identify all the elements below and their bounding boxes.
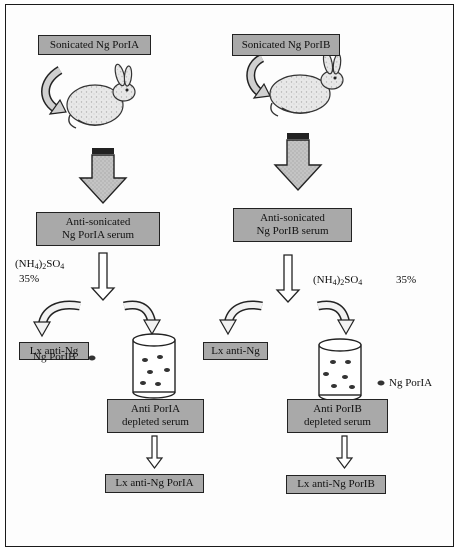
percent-label: 35% <box>396 274 417 286</box>
bead-label-left: Ng PorIB <box>33 351 76 363</box>
depleted-box-right: Anti PorIB depleted serum <box>287 399 388 433</box>
down-arrow-small <box>335 435 354 469</box>
curved-arrow-icon <box>123 300 162 336</box>
serum-line-1: Anti-sonicated <box>65 216 131 228</box>
antigen-label: Sonicated Ng PorIA <box>49 38 140 51</box>
down-arrow-large <box>78 148 128 205</box>
rabbit-icon <box>66 63 136 129</box>
bead-icon <box>377 380 385 386</box>
antigen-box-left: Sonicated Ng PorIA <box>38 35 151 55</box>
bead-icon <box>88 355 96 361</box>
lx-box-left: Lx anti-Ng <box>19 342 89 360</box>
serum-box-right: Anti-sonicated Ng PorIB serum <box>233 208 352 242</box>
lx-box-right: Lx anti-Ng <box>203 342 268 360</box>
rabbit-icon <box>269 51 344 117</box>
final-box-right: Lx anti-Ng PorIB <box>286 475 386 494</box>
serum-line-2: Ng PorIA serum <box>61 229 135 241</box>
curved-arrow-icon <box>317 300 356 336</box>
final-box-left: Lx anti-Ng PorIA <box>105 474 204 493</box>
down-arrow-small <box>275 254 301 303</box>
curved-arrow-icon <box>246 53 271 99</box>
curved-arrow-icon <box>218 300 263 336</box>
column-cylinder-icon <box>132 333 176 399</box>
down-arrow-small <box>145 435 164 469</box>
curved-arrow-icon <box>32 300 81 338</box>
down-arrow-large <box>273 133 323 192</box>
ammonium-sulfate-label: (NH4)2SO4 <box>15 258 65 271</box>
depleted-box-left: Anti PorIA depleted serum <box>107 399 204 433</box>
column-cylinder-icon <box>318 338 362 402</box>
antigen-box-right: Sonicated Ng PorIB <box>232 34 340 56</box>
down-arrow-small <box>90 252 116 301</box>
bead-label-right: Ng PorIA <box>389 377 433 389</box>
ammonium-sulfate-label: (NH4)2SO4 <box>313 274 363 287</box>
bead-icon <box>140 355 170 386</box>
curved-arrow-icon <box>41 66 67 115</box>
serum-box-left: Anti-sonicated Ng PorIA serum <box>36 212 160 246</box>
percent-label: 35% <box>19 273 40 285</box>
bead-icon <box>323 360 355 389</box>
